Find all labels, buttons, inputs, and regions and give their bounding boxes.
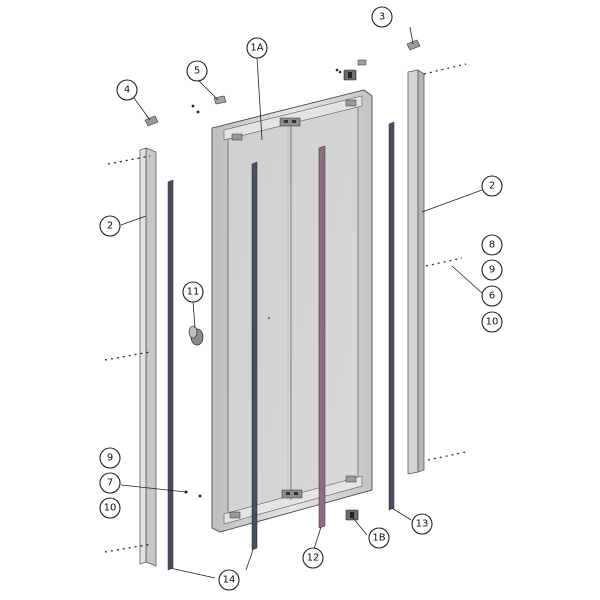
callout-9-left: 9 (99, 447, 121, 469)
callout-1B: 1B (368, 527, 390, 549)
svg-text:8: 8 (489, 240, 495, 251)
svg-text:7: 7 (107, 478, 113, 489)
callout-13: 13 (411, 513, 433, 535)
callout-10-right: 10 (481, 311, 503, 333)
svg-text:5: 5 (194, 66, 200, 77)
svg-text:10: 10 (486, 317, 499, 328)
door-panel-assembly (211, 89, 373, 533)
magnetic-seal-strip (318, 145, 326, 529)
right-seal-strip (388, 121, 395, 511)
svg-text:13: 13 (416, 519, 429, 530)
right-wall-profile (407, 69, 425, 475)
callout-2-left: 2 (99, 215, 121, 237)
svg-text:11: 11 (187, 287, 200, 298)
top-pivot-hardware (335, 59, 367, 81)
callout-5: 5 (186, 60, 208, 82)
bottom-pivot-hardware (345, 509, 359, 521)
callout-7: 7 (99, 472, 121, 494)
screw-axes (104, 63, 467, 553)
spacer-part (213, 95, 227, 105)
svg-text:14: 14 (223, 575, 236, 586)
svg-text:12: 12 (307, 553, 320, 564)
svg-text:3: 3 (379, 12, 385, 23)
left-seal-strip (167, 179, 174, 571)
svg-text:2: 2 (489, 181, 495, 192)
callout-9-right: 9 (481, 259, 503, 281)
callout-4: 4 (116, 79, 138, 101)
callout-11: 11 (182, 281, 204, 303)
svg-text:10: 10 (104, 503, 117, 514)
door-knob (188, 325, 204, 346)
callout-3: 3 (371, 6, 393, 28)
svg-text:1A: 1A (250, 43, 263, 54)
svg-text:6: 6 (489, 291, 495, 302)
callout-8: 8 (481, 234, 503, 256)
svg-text:9: 9 (489, 265, 495, 276)
end-cap-part (406, 39, 421, 51)
end-cap-part-left (144, 115, 159, 127)
svg-text:1B: 1B (372, 533, 385, 544)
svg-text:9: 9 (107, 453, 113, 464)
svg-text:4: 4 (124, 85, 130, 96)
callout-14: 14 (218, 569, 240, 591)
callout-6: 6 (481, 285, 503, 307)
callout-1A: 1A (246, 37, 268, 59)
callout-10-left: 10 (99, 497, 121, 519)
callout-2-right: 2 (481, 175, 503, 197)
svg-text:2: 2 (107, 221, 113, 232)
left-wall-profile (139, 147, 157, 567)
callout-12: 12 (302, 547, 324, 569)
leader-lines (120, 26, 484, 579)
door-seal-strip-left (251, 161, 258, 551)
screw-dots-left (184, 104, 202, 498)
